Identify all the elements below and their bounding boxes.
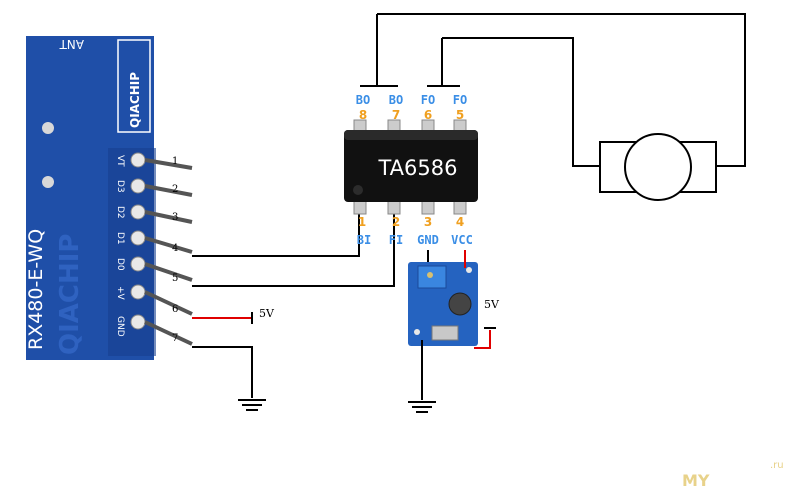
- mounting-hole: [42, 176, 54, 188]
- ic-pin7-number: 7: [392, 108, 400, 122]
- header-pin: [144, 262, 193, 282]
- wire-number-3: 3: [172, 212, 178, 223]
- wire-number-1: 1: [172, 156, 178, 167]
- ic-pin3-label: GND: [417, 233, 439, 247]
- ic-pin1-marker: [353, 185, 363, 195]
- motor-rotor: [624, 133, 692, 201]
- solder-pad: [130, 152, 146, 168]
- ic-pin: [453, 199, 467, 215]
- pin-label-d3: D3: [115, 180, 125, 193]
- boost-converter-module: [408, 262, 478, 346]
- ic-pin8-label: BO: [356, 93, 370, 107]
- solder-pad: [130, 256, 146, 272]
- solder-pad: [130, 314, 146, 330]
- boost-pad: [414, 329, 420, 335]
- brand-logo-box: [117, 39, 151, 133]
- wire-gnd-to-ground: [192, 346, 253, 398]
- micro-usb-port: [431, 325, 459, 341]
- ic-pin: [421, 199, 435, 215]
- receiver-5v-label: 5V: [259, 307, 275, 320]
- header-pin: [144, 290, 193, 316]
- solder-pad: [130, 284, 146, 300]
- header-pin: [144, 158, 193, 170]
- brand-board-print: QIACHIP: [55, 234, 85, 355]
- mounting-hole: [42, 122, 54, 134]
- potentiometer-screw: [427, 272, 433, 278]
- ic-pin2-number: 2: [392, 215, 400, 229]
- solder-pad: [130, 230, 146, 246]
- wire-boost-5v: [474, 330, 491, 349]
- pin-label-vt: VT: [115, 155, 125, 167]
- ic-pin: [353, 199, 367, 215]
- ic-name: TA6586: [377, 156, 457, 180]
- pin-label-d1: D1: [115, 232, 125, 245]
- brand-logo-text: QIACHIP: [128, 72, 142, 128]
- header-pin: [144, 184, 193, 197]
- solder-pad: [130, 204, 146, 220]
- ic-body: [344, 130, 478, 202]
- boost-pad: [466, 267, 472, 273]
- ic-pin5-number: 5: [456, 108, 464, 122]
- wire-d0-to-fi: [192, 212, 395, 287]
- watermark-suffix: .ru: [770, 460, 784, 471]
- receiver-module: QIACHIP ANT RX480-E-WQ QIACHIP VT D3 D2 …: [25, 36, 193, 360]
- pin-label-d2: D2: [115, 206, 125, 219]
- ground-symbol-left: [238, 399, 266, 411]
- ta6586-ic: TA6586: [344, 119, 478, 215]
- boost-5v-label: 5V: [484, 298, 500, 311]
- antenna-label: ANT: [59, 37, 84, 51]
- ic-pin1-number: 1: [358, 215, 366, 229]
- wire-number-6: 6: [172, 304, 178, 315]
- header-pin: [144, 210, 193, 224]
- solder-pad: [130, 178, 146, 194]
- ic-top-bevel: [344, 130, 478, 140]
- header-pin: [144, 320, 193, 346]
- ic-pin4-number: 4: [456, 215, 464, 229]
- receiver-model-label: RX480-E-WQ: [25, 229, 47, 350]
- wire-number-7: 7: [172, 333, 178, 344]
- ic-pin8-number: 8: [359, 108, 367, 122]
- pin-label-plus-v: +V: [115, 286, 125, 301]
- ic-pin: [387, 199, 401, 215]
- pin-label-d0: D0: [115, 258, 125, 271]
- dc-motor: [599, 133, 717, 201]
- ic-pin7-label: BO: [389, 93, 403, 107]
- wire-fo-to-motor: [442, 37, 600, 167]
- wire-d1-to-bi: [192, 212, 360, 257]
- ic-pin5-label: FO: [453, 93, 467, 107]
- ic-pin1-label: BI: [357, 233, 371, 247]
- ic-pin4-label: VCC: [451, 233, 473, 247]
- header-pin: [144, 236, 193, 254]
- ic-pin3-number: 3: [424, 215, 432, 229]
- wire-number-2: 2: [172, 184, 178, 195]
- ic-pin6-number: 6: [424, 108, 432, 122]
- wire-number-4: 4: [172, 243, 178, 254]
- ic-pin6-label: FO: [421, 93, 435, 107]
- wire-bo-to-motor: [377, 13, 746, 167]
- ground-symbol-right: [408, 401, 436, 413]
- ic-pin2-label: FI: [389, 233, 403, 247]
- pin-label-gnd: GND: [115, 316, 125, 337]
- wire-number-5: 5: [172, 273, 178, 284]
- watermark-text: MY: [682, 471, 710, 490]
- boost-inductor: [448, 292, 472, 316]
